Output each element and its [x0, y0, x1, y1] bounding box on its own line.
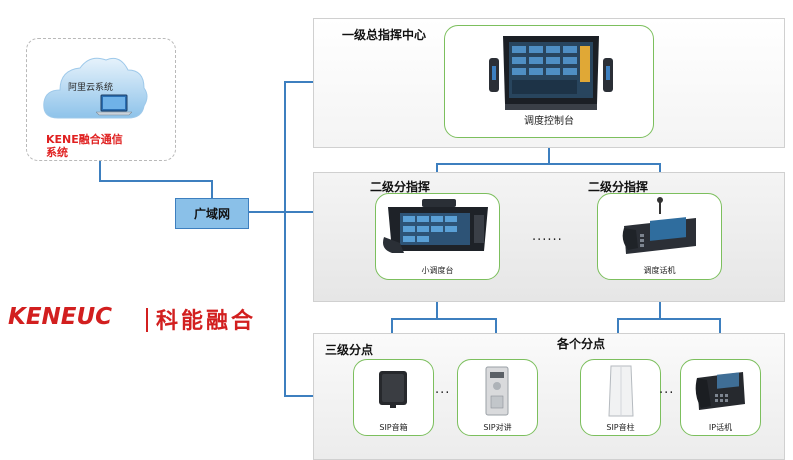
connector-trunk-tier2: [284, 211, 314, 213]
tier3-ellipsis-right: ...: [659, 382, 675, 397]
tier2-left-title: 二级分指挥: [370, 180, 431, 194]
wan-label: 广域网: [193, 207, 230, 221]
mini-console-label: 小调度台: [421, 266, 454, 275]
tier2-panel: 二级分指挥 二级分指挥 小调度台 ......: [313, 172, 785, 302]
ip-phone-node: IP话机: [680, 359, 761, 436]
dispatch-phone-label: 调度话机: [643, 266, 676, 275]
sip-speaker-icon: [379, 371, 407, 408]
system-name: KENE融合通信 系统: [46, 133, 123, 159]
dispatch-phone-icon: [622, 197, 696, 254]
cloud-label: 阿里云系统: [68, 83, 114, 93]
connector-console-down: [548, 137, 550, 165]
sip-column-speaker-label: SIP音柱: [606, 423, 635, 432]
connector-tier2-horizontal: [436, 163, 660, 165]
brand-logo-divider: [146, 308, 148, 332]
dispatch-phone-node: 调度话机: [597, 193, 722, 280]
ip-phone-icon: [695, 372, 745, 410]
connector-cloud-down: [99, 159, 101, 181]
connector-trunk-tier3: [284, 395, 314, 397]
laptop-icon: [96, 94, 132, 116]
tier3-panel: 三级分点 各个分点 SIP音箱 ... SIP对讲 SIP音柱 ...: [313, 333, 785, 460]
tier3-ellipsis-left: ...: [435, 382, 451, 397]
dispatch-console-label: 调度控制台: [524, 116, 574, 127]
sip-column-speaker-node: SIP音柱: [580, 359, 661, 436]
sip-intercom-label: SIP对讲: [483, 423, 512, 432]
sip-speaker-label: SIP音箱: [379, 423, 408, 432]
connector-cloud-to-wan: [211, 180, 213, 199]
tier2-right-title: 二级分指挥: [588, 180, 649, 194]
sip-speaker-node: SIP音箱: [353, 359, 434, 436]
wan-box: 广域网: [175, 198, 249, 229]
brand-logo-chinese: 科能融合: [156, 309, 257, 334]
tier3-right-title: 各个分点: [557, 337, 606, 351]
sip-intercom-icon: [485, 366, 509, 416]
connector-trunk-tier1: [284, 81, 314, 83]
dispatch-console-icon: [489, 36, 613, 110]
connector-tier3-right-horizontal: [617, 318, 721, 320]
connector-cloud-horizontal: [99, 180, 212, 182]
tier2-ellipsis: ......: [532, 229, 563, 244]
connector-trunk-vertical: [284, 81, 286, 396]
mini-console-icon: [383, 199, 488, 253]
mini-console-node: 小调度台: [375, 193, 500, 280]
tier3-left-title: 三级分点: [325, 343, 374, 357]
sip-column-speaker-icon: [608, 365, 634, 417]
sip-intercom-node: SIP对讲: [457, 359, 538, 436]
connector-tier3-left-horizontal: [391, 318, 497, 320]
connector-wan-right: [247, 211, 285, 213]
tier1-panel: 一级总指挥中心 调度控制台: [313, 18, 785, 148]
brand-logo-english: KENEUC: [8, 304, 113, 330]
ip-phone-label: IP话机: [708, 423, 733, 432]
dispatch-console-node: 调度控制台: [444, 25, 654, 138]
tier1-title: 一级总指挥中心: [342, 28, 427, 42]
